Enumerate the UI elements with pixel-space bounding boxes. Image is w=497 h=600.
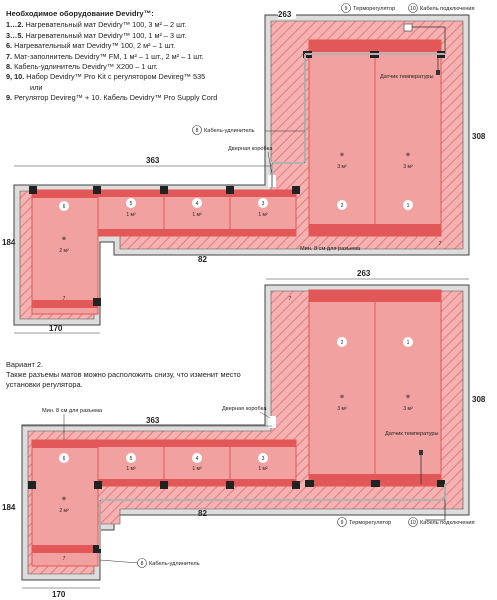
svg-text:8: 8 xyxy=(196,128,199,134)
svg-text:2 м²: 2 м² xyxy=(59,508,69,514)
svg-text:1 м²: 1 м² xyxy=(126,466,136,472)
mat-1 xyxy=(374,289,442,487)
svg-text:1 м²: 1 м² xyxy=(126,212,136,218)
svg-text:Кабель-удлинитель: Кабель-удлинитель xyxy=(149,561,200,567)
variant-text: Также разъемы матов можно расположить сн… xyxy=(6,370,241,389)
top-labels: 9 Терморегулятор 10 Кабель подключения Д… xyxy=(192,3,475,252)
svg-text:Терморегулятор: Терморегулятор xyxy=(349,520,391,526)
legend-line: 8. Кабель-удлинитель Devidry™ X200 – 1 ш… xyxy=(6,62,158,72)
svg-text:6: 6 xyxy=(63,456,66,462)
svg-text:Кабель подключения: Кабель подключения xyxy=(420,520,475,526)
svg-text:1 м²: 1 м² xyxy=(192,466,202,472)
svg-text:263: 263 xyxy=(357,269,371,278)
bottom-dimensions: 263 308 363 184 82 170 xyxy=(2,269,486,599)
svg-text:3: 3 xyxy=(262,456,265,462)
svg-text:308: 308 xyxy=(472,395,486,404)
legend-line: 7. Мат-заполнитель Devidry™ FM, 1 м² – 1… xyxy=(6,51,204,61)
variant-note: Вариант 2. Также разъемы матов можно рас… xyxy=(6,360,256,390)
svg-text:1: 1 xyxy=(407,203,410,209)
svg-text:7: 7 xyxy=(63,556,66,562)
svg-text:4: 4 xyxy=(196,456,199,462)
svg-text:3 м²: 3 м² xyxy=(403,406,413,412)
svg-text:10: 10 xyxy=(410,6,416,12)
svg-text:363: 363 xyxy=(146,156,160,165)
bottom-labels: Мин. 8 см для разъема Дверная коробка Да… xyxy=(42,406,475,568)
mat-numbers: 2 1 5 4 3 6 7 7 xyxy=(59,198,442,302)
svg-text:⊗: ⊗ xyxy=(406,152,410,158)
legend-line: 3…5. Нагревательный мат Devidry™ 100, 1 … xyxy=(6,30,187,40)
legend-line: 9, 10. Набор Devidry™ Pro Kit с регулято… xyxy=(6,72,206,82)
legend-line: 9. Регулятор Devireg™ + 10. Кабель Devid… xyxy=(6,93,218,103)
svg-text:9: 9 xyxy=(341,520,344,526)
svg-text:170: 170 xyxy=(52,590,66,599)
svg-text:Кабель подключения: Кабель подключения xyxy=(420,6,475,12)
svg-text:3: 3 xyxy=(262,201,265,207)
svg-text:3 м²: 3 м² xyxy=(403,164,413,170)
svg-text:7: 7 xyxy=(63,296,66,302)
mat-3 xyxy=(229,439,297,487)
svg-text:10: 10 xyxy=(410,520,416,526)
svg-text:82: 82 xyxy=(198,509,207,518)
svg-text:Датчик температуры: Датчик температуры xyxy=(385,431,439,437)
legend-title: Необходимое оборудование Devidry™: xyxy=(6,9,154,18)
svg-text:5: 5 xyxy=(130,201,133,207)
svg-text:308: 308 xyxy=(472,132,486,141)
legend-line: 1…2. Нагревательный мат Devidry™ 100, 3 … xyxy=(6,20,187,30)
svg-text:Дверная коробка: Дверная коробка xyxy=(228,146,273,152)
svg-text:7: 7 xyxy=(289,296,292,302)
mat-areas: ⊗ 3 м² ⊗ 3 м² 1 м² 1 м² 1 м² ⊗ 2 м² xyxy=(59,152,413,254)
svg-text:Датчик температуры: Датчик температуры xyxy=(380,74,434,80)
svg-text:170: 170 xyxy=(49,324,63,333)
svg-text:7: 7 xyxy=(439,241,442,247)
door-gap xyxy=(268,416,276,428)
plan-bottom: 2 1 5 4 3 6 7 7 ⊗ 3 м² ⊗ 3 м² 1 м² 1 м² 1 … xyxy=(2,269,486,599)
svg-text:2: 2 xyxy=(341,340,344,346)
svg-text:Терморегулятор: Терморегулятор xyxy=(353,6,395,12)
svg-text:1: 1 xyxy=(407,340,410,346)
mat-numbers: 2 1 5 4 3 6 7 7 xyxy=(59,296,413,562)
legend-line: или xyxy=(30,82,43,92)
svg-text:2: 2 xyxy=(341,203,344,209)
svg-text:9: 9 xyxy=(345,6,348,12)
mat-4 xyxy=(163,189,231,237)
svg-text:363: 363 xyxy=(146,416,160,425)
svg-text:184: 184 xyxy=(2,503,16,512)
svg-text:1 м²: 1 м² xyxy=(258,466,268,472)
mat-3 xyxy=(229,189,297,237)
plan-top: 2 1 5 4 3 6 7 7 ⊗ 3 м² ⊗ 3 м² 1 м² 1 м² 1 … xyxy=(2,3,486,334)
svg-text:Кабель-удлинитель: Кабель-удлинитель xyxy=(204,128,255,134)
variant-title: Вариант 2. xyxy=(6,360,44,369)
svg-text:2 м²: 2 м² xyxy=(59,248,69,254)
svg-text:1 м²: 1 м² xyxy=(258,212,268,218)
svg-text:8: 8 xyxy=(141,561,144,567)
svg-text:3 м²: 3 м² xyxy=(337,164,347,170)
svg-text:6: 6 xyxy=(63,204,66,210)
mat-2 xyxy=(308,289,376,487)
svg-text:⊗: ⊗ xyxy=(62,496,66,502)
svg-text:5: 5 xyxy=(130,456,133,462)
svg-text:⊗: ⊗ xyxy=(340,152,344,158)
svg-text:⊗: ⊗ xyxy=(340,394,344,400)
equipment-legend: Необходимое оборудование Devidry™: 1…2. … xyxy=(6,9,306,104)
svg-text:Мин. 8 см для разъема: Мин. 8 см для разъема xyxy=(42,408,103,414)
connectors xyxy=(28,480,445,553)
svg-text:⊗: ⊗ xyxy=(62,236,66,242)
svg-text:82: 82 xyxy=(198,255,207,264)
svg-text:4: 4 xyxy=(196,201,199,207)
svg-text:263: 263 xyxy=(278,10,292,19)
svg-text:3 м²: 3 м² xyxy=(337,406,347,412)
svg-text:⊗: ⊗ xyxy=(406,394,410,400)
top-dimensions: 263 308 363 184 82 170 xyxy=(2,9,486,334)
svg-text:Дверная коробка: Дверная коробка xyxy=(222,406,267,412)
mat-areas: ⊗ 3 м² ⊗ 3 м² 1 м² 1 м² 1 м² ⊗ 2 м² xyxy=(59,394,413,514)
svg-text:184: 184 xyxy=(2,238,16,247)
svg-text:Мин. 8 см для разъема: Мин. 8 см для разъема xyxy=(300,246,361,252)
svg-text:1 м²: 1 м² xyxy=(192,212,202,218)
legend-line: 6. Нагревательный мат Devidry™ 100, 2 м²… xyxy=(6,41,176,51)
